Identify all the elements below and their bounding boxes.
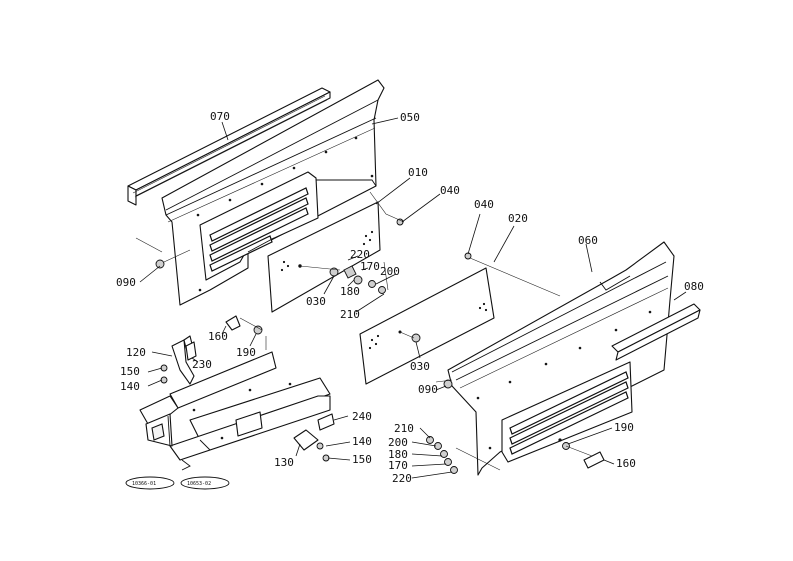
part-240-pad bbox=[317, 413, 335, 431]
callout-150: 150 bbox=[352, 453, 372, 466]
callout-190: 190 bbox=[614, 421, 634, 434]
callout-230: 230 bbox=[192, 358, 212, 371]
callout-040: 040 bbox=[440, 184, 460, 197]
callout-150: 150 bbox=[120, 365, 140, 378]
part-130-bracket-assembly bbox=[139, 351, 331, 471]
callout-160: 160 bbox=[208, 330, 228, 343]
callout-090: 090 bbox=[116, 276, 136, 289]
callout-090: 090 bbox=[418, 383, 438, 396]
callout-210: 210 bbox=[340, 308, 360, 321]
callout-210: 210 bbox=[394, 422, 414, 435]
callout-050: 050 bbox=[400, 111, 420, 124]
callout-170: 170 bbox=[388, 459, 408, 472]
part-050-left-panel bbox=[161, 79, 385, 306]
part-130-clip bbox=[293, 429, 319, 451]
callout-170: 170 bbox=[360, 260, 380, 273]
part-070-rail bbox=[127, 87, 331, 206]
callout-130: 130 bbox=[274, 456, 294, 469]
part-020-plate bbox=[359, 267, 495, 385]
callout-200: 200 bbox=[380, 265, 400, 278]
stamp-left: 10366-01 bbox=[132, 481, 156, 487]
callout-180: 180 bbox=[388, 448, 408, 461]
callout-220: 220 bbox=[350, 248, 370, 261]
callout-200: 200 bbox=[388, 436, 408, 449]
callout-140: 140 bbox=[352, 435, 372, 448]
callout-020: 020 bbox=[508, 212, 528, 225]
part-080-rail bbox=[611, 303, 701, 361]
callout-220: 220 bbox=[392, 472, 412, 485]
stamp-right: 10653-02 bbox=[187, 481, 211, 487]
leader-lines bbox=[139, 117, 687, 479]
callout-120: 120 bbox=[126, 346, 146, 359]
callout-030: 030 bbox=[410, 360, 430, 373]
callout-060: 060 bbox=[578, 234, 598, 247]
callout-labels: 070 050 010 040 040 020 060 080 090 220 … bbox=[116, 110, 704, 485]
callout-070: 070 bbox=[210, 110, 230, 123]
callout-190: 190 bbox=[236, 346, 256, 359]
callout-180: 180 bbox=[340, 285, 360, 298]
callout-140: 140 bbox=[120, 380, 140, 393]
part-010-plate bbox=[267, 201, 381, 313]
part-060-right-panel bbox=[447, 241, 675, 476]
callout-240: 240 bbox=[352, 410, 372, 423]
callout-080: 080 bbox=[684, 280, 704, 293]
callout-010: 010 bbox=[408, 166, 428, 179]
part-230-clip bbox=[185, 341, 197, 361]
callout-160: 160 bbox=[616, 457, 636, 470]
callout-040: 040 bbox=[474, 198, 494, 211]
callout-030: 030 bbox=[306, 295, 326, 308]
assembly-lines bbox=[135, 191, 593, 471]
reference-stamps: 10366-01 10653-02 bbox=[125, 476, 230, 490]
